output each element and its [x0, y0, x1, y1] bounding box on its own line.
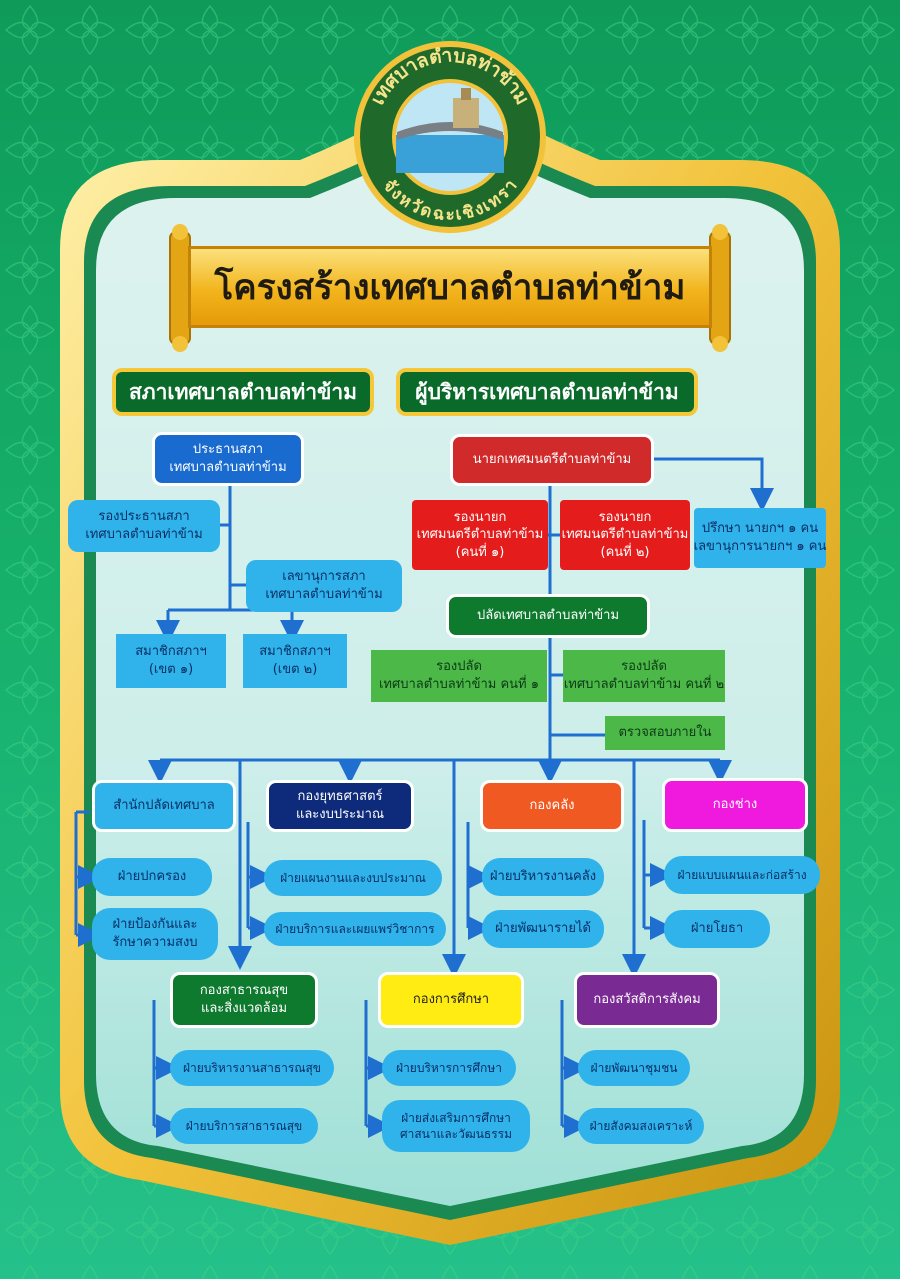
council-vice-president: รองประธานสภา เทศบาลตำบลท่าข้าม [68, 500, 220, 552]
section-executive-header: ผู้บริหารเทศบาลตำบลท่าข้าม [396, 368, 698, 416]
deputy2-line1: รองนายก [598, 509, 652, 525]
deputy2-line3: (คนที่ ๒) [600, 544, 650, 560]
council-member1-line2: (เขต ๑) [148, 662, 194, 677]
executive-deputy-clerk-1: รองปลัด เทศบาลตำบลท่าข้าม คนที่ ๑ [371, 650, 547, 702]
deputy-clerk2-line2: เทศบาลตำบลท่าข้าม คนที่ ๒ [563, 677, 725, 692]
dept-engineering: กองช่าง [662, 778, 808, 832]
education-sub1-label: ฝ่ายบริหารการศึกษา [396, 1060, 502, 1075]
office-sub1-label: ฝ่ายปกครอง [117, 869, 187, 885]
welfare-sub-community: ฝ่ายพัฒนาชุมชน [578, 1050, 690, 1086]
advisor-line2: เลขานุการนายกฯ ๑ คน [694, 539, 826, 554]
dept-education-label: กองการศึกษา [412, 992, 490, 1008]
council-vice-president-line1: รองประธานสภา [98, 509, 190, 525]
office-sub2-line1: ฝ่ายป้องกันและ [112, 917, 198, 933]
dept-finance-label: กองคลัง [529, 798, 575, 814]
health-sub-management: ฝ่ายบริหารงานสาธารณสุข [170, 1050, 334, 1086]
finance-sub-revenue: ฝ่ายพัฒนารายได้ [482, 910, 604, 948]
council-secretary-line2: เทศบาลตำบลท่าข้าม [265, 587, 383, 602]
deputy-clerk2-line1: รองปลัด [621, 659, 667, 675]
deputy1-line3: (คนที่ ๑) [455, 544, 505, 560]
dept-strategy-line1: กองยุทธศาสตร์ [297, 789, 383, 805]
section-executive-label: ผู้บริหารเทศบาลตำบลท่าข้าม [415, 378, 679, 404]
dept-finance: กองคลัง [480, 780, 624, 832]
executive-internal-audit: ตรวจสอบภายใน [605, 716, 725, 750]
clerk-label: ปลัดเทศบาลตำบลท่าข้าม [476, 608, 620, 624]
council-member-district-1: สมาชิกสภาฯ (เขต ๑) [116, 634, 226, 688]
section-council-header: สภาเทศบาลตำบลท่าข้าม [112, 368, 374, 416]
dept-public-health: กองสาธารณสุข และสิ่งแวดล้อม [170, 972, 318, 1028]
council-president-line1: ประธานสภา [192, 442, 264, 458]
executive-municipal-clerk: ปลัดเทศบาลตำบลท่าข้าม [446, 594, 650, 638]
finance-sub-management: ฝ่ายบริหารงานคลัง [482, 858, 604, 896]
welfare-sub1-label: ฝ่ายพัฒนาชุมชน [590, 1060, 678, 1075]
health-sub1-label: ฝ่ายบริหารงานสาธารณสุข [183, 1060, 321, 1075]
strategy-sub2-label: ฝ่ายบริการและเผยแพร่วิชาการ [275, 921, 435, 936]
council-member2-line1: สมาชิกสภาฯ [259, 644, 331, 660]
education-sub2-line1: ฝ่ายส่งเสริมการศึกษา [401, 1110, 511, 1125]
council-president-line2: เทศบาลตำบลท่าข้าม [169, 460, 287, 475]
advisor-line1: ปรึกษา นายกฯ ๑ คน [701, 521, 819, 537]
office-sub2-line2: รักษาความสงบ [112, 935, 198, 950]
deputy1-line1: รองนายก [453, 509, 507, 525]
executive-deputy-mayor-2: รองนายก เทศมนตรีตำบลท่าข้าม (คนที่ ๒) [560, 500, 690, 570]
executive-deputy-clerk-2: รองปลัด เทศบาลตำบลท่าข้าม คนที่ ๒ [563, 650, 725, 702]
dept-office-label: สำนักปลัดเทศบาล [113, 798, 215, 814]
executive-deputy-mayor-1: รองนายก เทศมนตรีตำบลท่าข้าม (คนที่ ๑) [412, 500, 548, 570]
municipality-seal-logo: เทศบาลตำบลท่าข้าม จังหวัดฉะเชิงเทรา [354, 41, 546, 233]
welfare-sub2-label: ฝ่ายสังคมสงเคราะห์ [589, 1118, 693, 1133]
education-sub-management: ฝ่ายบริหารการศึกษา [382, 1050, 516, 1086]
strategy-sub-services: ฝ่ายบริการและเผยแพร่วิชาการ [264, 912, 446, 946]
strategy-sub1-label: ฝ่ายแผนงานและงบประมาณ [280, 870, 426, 885]
welfare-sub-social-work: ฝ่ายสังคมสงเคราะห์ [578, 1108, 704, 1144]
title-banner: โครงสร้างเทศบาลตำบลท่าข้าม [188, 246, 712, 328]
audit-label: ตรวจสอบภายใน [618, 725, 712, 741]
education-sub-promotion: ฝ่ายส่งเสริมการศึกษา ศาสนาและวัฒนธรรม [382, 1100, 530, 1152]
deputy-clerk1-line1: รองปลัด [436, 659, 482, 675]
finance-sub1-label: ฝ่ายบริหารงานคลัง [489, 869, 597, 885]
office-sub-protection: ฝ่ายป้องกันและ รักษาความสงบ [92, 908, 218, 960]
deputy1-line2: เทศมนตรีตำบลท่าข้าม [416, 527, 544, 543]
engineering-sub-public-works: ฝ่ายโยธา [664, 910, 770, 948]
dept-welfare-label: กองสวัสดิการสังคม [593, 992, 701, 1008]
dept-health-line1: กองสาธารณสุข [199, 983, 289, 999]
engineering-sub2-label: ฝ่ายโยธา [690, 921, 744, 937]
dept-social-welfare: กองสวัสดิการสังคม [574, 972, 720, 1028]
engineering-sub1-label: ฝ่ายแบบแผนและก่อสร้าง [677, 867, 807, 882]
engineering-sub-design: ฝ่ายแบบแผนและก่อสร้าง [664, 856, 820, 894]
council-secretary-line1: เลขานุการสภา [282, 569, 366, 585]
deputy-clerk1-line2: เทศบาลตำบลท่าข้าม คนที่ ๑ [378, 677, 540, 692]
council-president: ประธานสภา เทศบาลตำบลท่าข้าม [152, 432, 304, 486]
page-title: โครงสร้างเทศบาลตำบลท่าข้าม [214, 266, 686, 308]
dept-health-line2: และสิ่งแวดล้อม [200, 1001, 288, 1016]
council-member-district-2: สมาชิกสภาฯ (เขต ๒) [243, 634, 347, 688]
deputy2-line2: เทศมนตรีตำบลท่าข้าม [561, 527, 689, 543]
council-member2-line2: (เขต ๒) [272, 662, 318, 677]
health-sub-services: ฝ่ายบริการสาธารณสุข [170, 1108, 318, 1144]
section-council-label: สภาเทศบาลตำบลท่าข้าม [128, 378, 358, 404]
office-sub-administration: ฝ่ายปกครอง [92, 858, 212, 896]
council-secretary: เลขานุการสภา เทศบาลตำบลท่าข้าม [246, 560, 402, 612]
council-member1-line1: สมาชิกสภาฯ [135, 644, 207, 660]
executive-mayor: นายกเทศมนตรีตำบลท่าข้าม [450, 434, 654, 486]
dept-education: กองการศึกษา [378, 972, 524, 1028]
dept-engineering-label: กองช่าง [712, 797, 758, 813]
dept-strategy-line2: และงบประมาณ [295, 807, 385, 822]
dept-office-of-clerk: สำนักปลัดเทศบาล [92, 780, 236, 832]
dept-strategy-budget: กองยุทธศาสตร์ และงบประมาณ [266, 780, 414, 832]
executive-mayor-label: นายกเทศมนตรีตำบลท่าข้าม [472, 452, 632, 468]
education-sub2-line2: ศาสนาและวัฒนธรรม [399, 1127, 513, 1141]
health-sub2-label: ฝ่ายบริการสาธารณสุข [185, 1118, 303, 1133]
strategy-sub-planning: ฝ่ายแผนงานและงบประมาณ [264, 860, 442, 896]
council-vice-president-line2: เทศบาลตำบลท่าข้าม [85, 527, 203, 542]
executive-advisor-secretary: ปรึกษา นายกฯ ๑ คน เลขานุการนายกฯ ๑ คน [694, 508, 826, 568]
finance-sub2-label: ฝ่ายพัฒนารายได้ [495, 921, 591, 937]
